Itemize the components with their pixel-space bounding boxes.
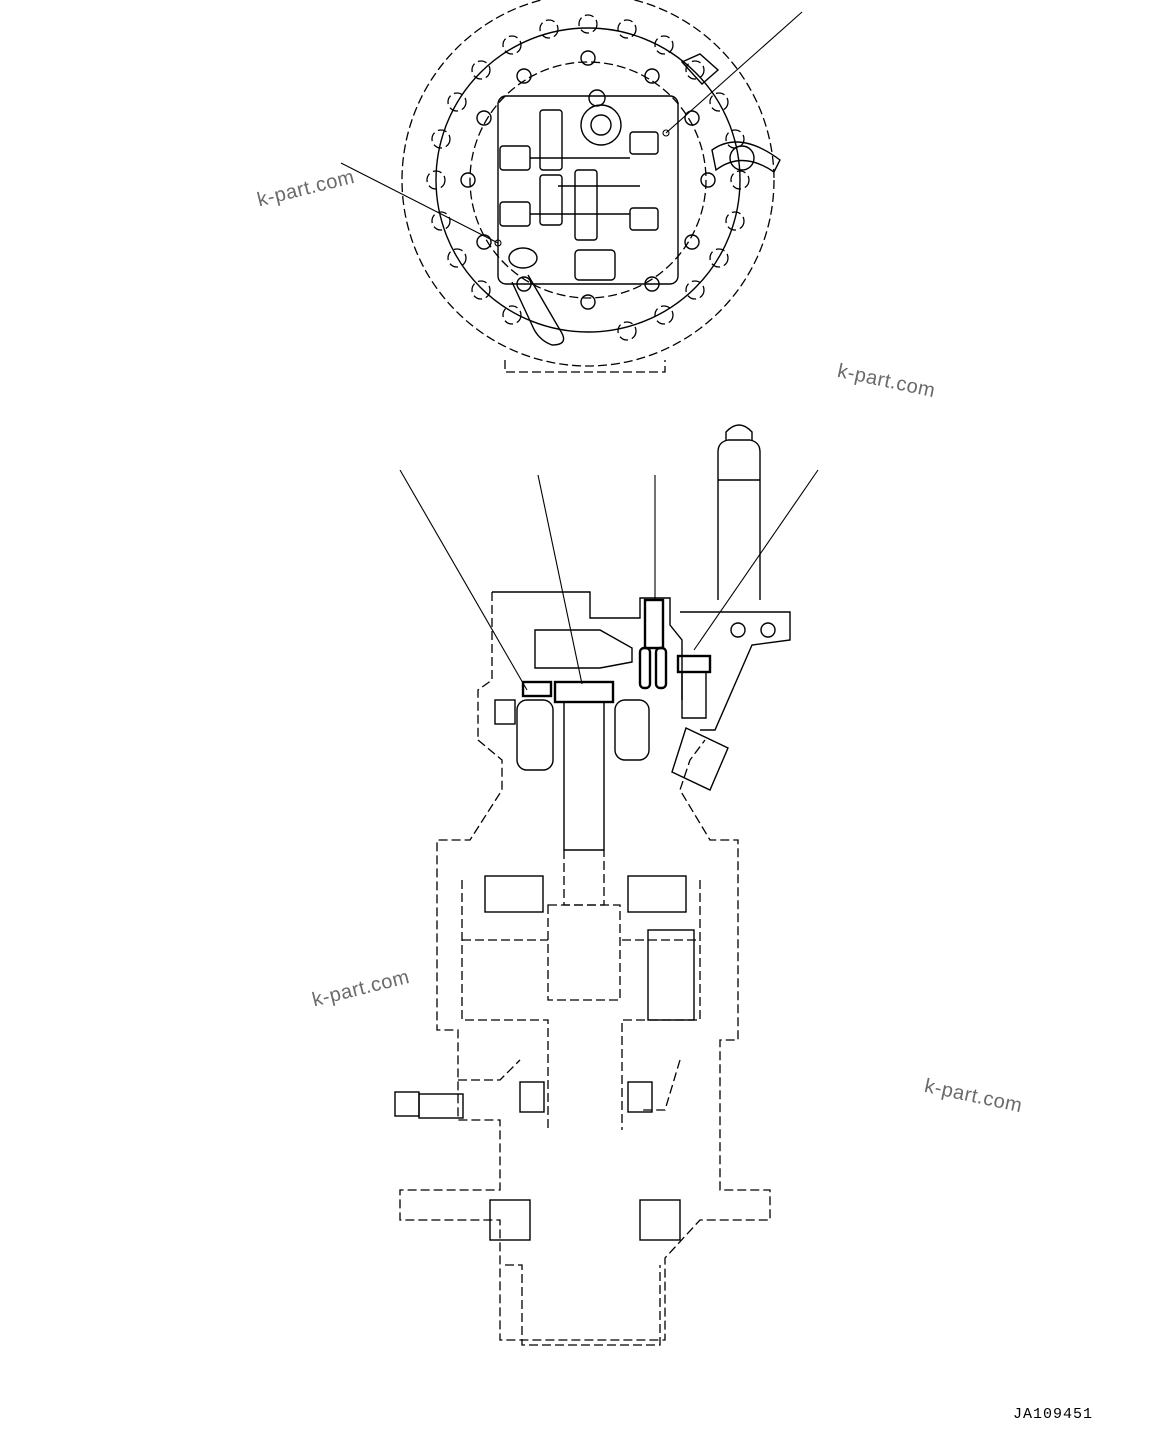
flange-inner [435,27,741,333]
outer-bolt-holes [426,14,750,341]
hex-fitting [676,654,712,674]
leader-line [693,469,819,651]
spool-group [499,109,659,281]
drain-plug [508,247,538,269]
hose-coupling [671,727,729,791]
vertical-pipe [717,452,761,600]
side-plug [394,1091,420,1117]
valve-block [497,95,679,285]
flange-outer [401,0,775,367]
solenoid-left [516,699,554,771]
motor-top-view [340,0,803,373]
leader-line [399,469,528,691]
center-shaft [563,702,605,851]
inner-bolt-holes [460,50,716,310]
mounting-bracket [680,611,791,731]
probe-sensor [643,598,665,650]
lower-arm [511,274,565,346]
solenoid-right [614,699,650,761]
motor-body-outline [399,739,771,1341]
leader-line [537,474,583,685]
flange-base [504,360,666,373]
drawing-code: JA109451 [1012,1406,1093,1423]
pipe-cap [725,424,753,440]
hose-fitting [680,53,720,85]
motor-side-view [394,424,819,1346]
center-port [553,680,615,704]
body-ring [469,61,707,299]
center-plug [580,104,622,146]
leader-line [340,162,499,244]
leader-line [665,11,803,134]
output-shaft [505,1264,661,1346]
valve-housing-top [492,591,683,700]
